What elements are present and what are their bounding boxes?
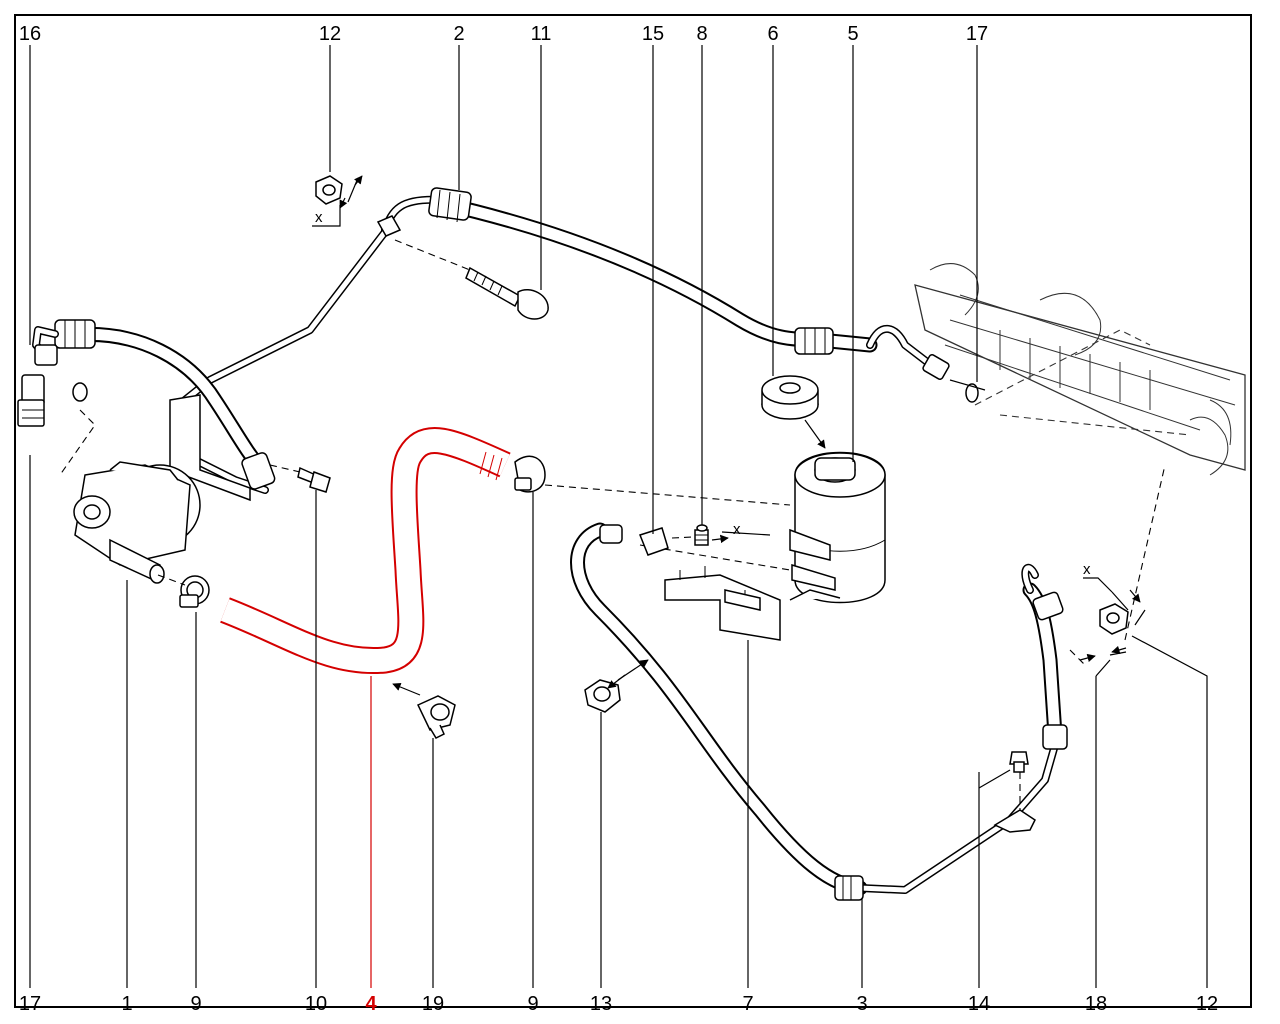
dim-x-nut-12-right: x [1083, 561, 1091, 578]
label-top-6: 6 [767, 23, 778, 45]
label-bottom-4-highlighted: 4 [365, 993, 377, 1015]
dimension-labels: x x x [315, 209, 1091, 578]
hose-4-highlighted [220, 427, 511, 675]
pump-1 [73, 461, 201, 584]
clip-15 [639, 527, 669, 556]
label-bottom-9b: 9 [527, 993, 538, 1015]
bracket-7 [664, 566, 781, 641]
dim-x-screw-8 [711, 531, 771, 544]
label-bottom-9: 9 [190, 993, 201, 1015]
hose-3 [570, 522, 1068, 901]
label-bottom-7: 7 [742, 993, 753, 1015]
washer-18 [1069, 645, 1127, 666]
label-top-17: 17 [966, 23, 988, 45]
label-bottom-1: 1 [121, 993, 132, 1015]
label-bottom-13: 13 [590, 993, 612, 1015]
label-bottom-17: 17 [19, 993, 41, 1015]
leader-lines [29, 45, 1208, 988]
label-top-5: 5 [847, 23, 858, 45]
dashed-link-reservoir [544, 484, 791, 506]
hose-2 [181, 187, 950, 494]
label-bottom-14: 14 [968, 993, 990, 1015]
label-bottom-12: 12 [1196, 993, 1218, 1015]
label-bottom-3: 3 [856, 993, 867, 1015]
bolt-10 [269, 464, 331, 493]
label-top-12: 12 [319, 23, 341, 45]
hose-16 [32, 319, 276, 502]
dim-x-nut-12-top: x [315, 209, 323, 226]
label-bottom-10: 10 [305, 993, 327, 1015]
label-bottom-19: 19 [422, 993, 444, 1015]
sensor-17-left [17, 374, 96, 476]
dim-x-screw-8-label: x [733, 521, 741, 538]
bottom-labels: 17 1 9 10 4 19 9 13 7 3 14 18 12 [19, 993, 1218, 1015]
cap-6 [761, 375, 826, 449]
screw-8 [671, 524, 709, 546]
label-top-8: 8 [696, 23, 707, 45]
top-labels: 16 12 2 11 15 8 6 5 17 [19, 23, 988, 45]
bolt-11 [394, 239, 549, 320]
clip-9-right [514, 455, 546, 493]
label-top-16: 16 [19, 23, 41, 45]
label-bottom-18: 18 [1085, 993, 1107, 1015]
label-top-2: 2 [453, 23, 464, 45]
reservoir-5 [789, 451, 886, 604]
label-top-11: 11 [531, 23, 552, 45]
diagram-frame [14, 14, 1252, 1008]
steering-rack [914, 263, 1246, 476]
nut-12-top [312, 175, 363, 227]
label-top-15: 15 [642, 23, 664, 45]
clip-13 [584, 659, 649, 713]
bolt-14 [1009, 751, 1029, 810]
clip-9-left [157, 574, 210, 608]
nut-12-right [1083, 464, 1166, 641]
clip-19 [392, 682, 456, 739]
seal-17-right [949, 379, 986, 403]
